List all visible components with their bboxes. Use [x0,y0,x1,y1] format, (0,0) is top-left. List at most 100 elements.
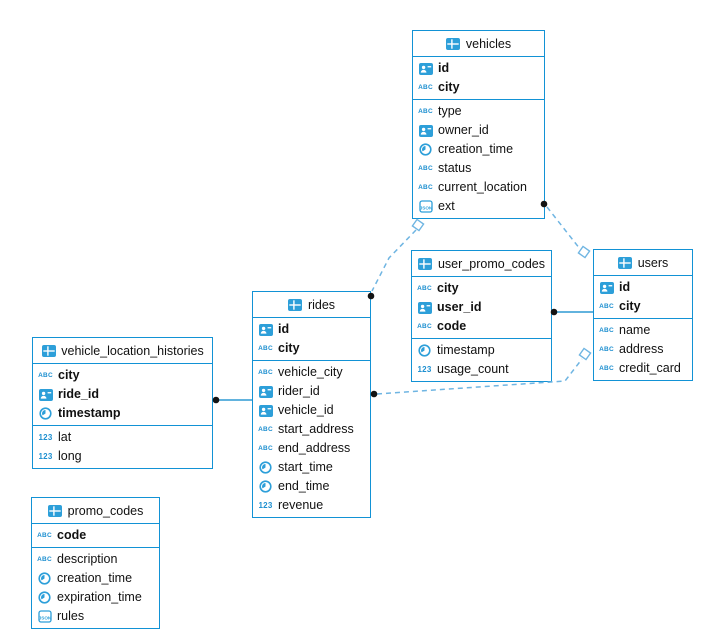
field-name: address [619,342,664,357]
time-type-icon [418,143,433,156]
field-name: timestamp [58,406,121,421]
string-type-icon: ABC [418,184,433,191]
field-name: id [438,61,450,76]
field-row: ABC current_location [413,178,544,197]
table-title: rides [307,297,336,312]
table-title: user_promo_codes [437,256,545,271]
number-type-icon: 123 [38,452,53,461]
field-row: ABC end_address [253,439,370,458]
field-name: ride_id [58,387,99,402]
field-row: user_id [412,298,551,317]
field-row: ride_id [33,385,212,404]
field-name: city [437,281,459,296]
string-type-icon: ABC [37,532,52,539]
field-name: start_address [278,422,354,437]
string-type-icon: ABC [37,556,52,563]
field-name: name [619,323,651,338]
id-type-icon [418,62,433,75]
field-name: city [619,299,641,314]
field-name: city [58,368,80,383]
number-type-icon: 123 [417,365,432,374]
field-name: id [619,280,631,295]
field-name: credit_card [619,361,681,376]
table-users-header[interactable]: users [594,250,692,276]
field-row: expiration_time [32,588,159,607]
field-row: vehicle_id [253,401,370,420]
time-type-icon [37,591,52,604]
field-name: status [438,161,472,176]
field-name: user_id [437,300,482,315]
field-name: description [57,552,118,567]
field-row: ABC city [413,78,544,97]
number-type-icon: 123 [38,433,53,442]
relation-vehicles-rides [371,229,417,292]
relation-dot-rides-right [370,390,378,398]
field-row: creation_time [413,140,544,159]
json-type-icon: JSON [37,610,52,623]
field-name: vehicle_city [278,365,343,380]
field-name: current_location [438,180,527,195]
number-type-icon: 123 [258,501,273,510]
field-row: id [253,320,370,339]
table-vehicle-location-histories-header[interactable]: vehicle_location_histories [33,338,212,364]
svg-text:JSON: JSON [38,616,51,621]
field-row: rider_id [253,382,370,401]
field-name: creation_time [438,142,514,157]
field-row: creation_time [32,569,159,588]
table-icon [418,257,433,270]
string-type-icon: ABC [418,108,433,115]
id-type-icon [258,323,273,336]
table-icon [446,37,461,50]
id-type-icon [38,388,53,401]
field-row: id [594,278,692,297]
field-name: expiration_time [57,590,142,605]
table-icon [41,344,56,357]
field-name: owner_id [438,123,489,138]
field-row: ABC vehicle_city [253,363,370,382]
field-name: revenue [278,498,324,513]
string-type-icon: ABC [258,426,273,433]
field-name: end_time [278,479,330,494]
time-type-icon [37,572,52,585]
time-type-icon [38,407,53,420]
table-title: promo_codes [67,503,144,518]
field-name: usage_count [437,362,509,377]
string-type-icon: ABC [258,445,273,452]
relation-dot-vlh-right [212,396,220,404]
field-name: city [438,80,460,95]
string-type-icon: ABC [258,369,273,376]
string-type-icon: ABC [599,346,614,353]
table-promo-codes-header[interactable]: promo_codes [32,498,159,524]
field-name: city [278,341,300,356]
field-name: end_address [278,441,351,456]
id-type-icon [599,281,614,294]
field-row: ABC address [594,340,692,359]
table-user-promo-codes-header[interactable]: user_promo_codes [412,251,551,277]
field-name: lat [58,430,72,445]
table-rides-header[interactable]: rides [253,292,370,318]
table-vehicles-header[interactable]: vehicles [413,31,544,57]
field-name: id [278,322,290,337]
string-type-icon: ABC [418,84,433,91]
id-type-icon [418,124,433,137]
time-type-icon [417,344,432,357]
table-title: vehicles [465,36,512,51]
